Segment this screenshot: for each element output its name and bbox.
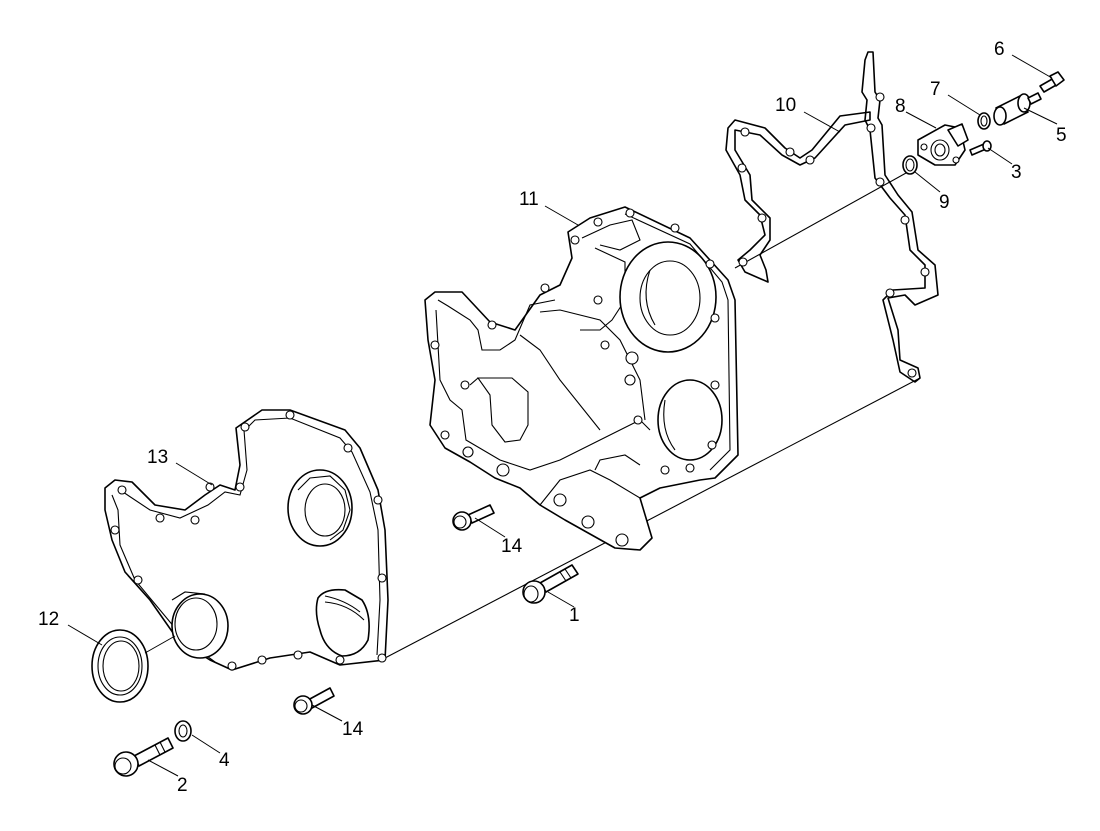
o-ring-part-7 <box>977 112 991 130</box>
gasket-hole <box>907 368 917 378</box>
housing-bore-lower <box>657 379 723 461</box>
gasket-hole <box>885 288 895 298</box>
housing-bore-upper <box>619 241 717 353</box>
callout-14-upper: 14 <box>501 536 523 557</box>
fitting-part-6 <box>1039 71 1065 93</box>
gasket-hole <box>740 127 750 137</box>
washer-part-4 <box>174 720 192 742</box>
bolt-part-14-upper <box>452 504 495 531</box>
assembly-axis-upper <box>734 167 916 269</box>
cover-oil-seal-housing <box>171 593 229 659</box>
o-ring-part-9 <box>902 155 918 175</box>
callout-2: 2 <box>177 775 188 796</box>
callout-11: 11 <box>519 189 539 210</box>
callout-13: 13 <box>147 447 168 468</box>
callout-8: 8 <box>895 96 906 117</box>
front-cover <box>104 409 389 671</box>
oil-seal-ring <box>91 629 149 703</box>
callout-labels: 1 2 3 4 5 6 7 8 9 10 11 12 13 14 14 <box>38 39 1067 796</box>
gasket-hole <box>738 257 748 267</box>
gasket-hole <box>920 267 930 277</box>
callout-4: 4 <box>219 750 230 771</box>
sensor-part-5 <box>993 92 1042 126</box>
bolt-part-14-lower <box>293 687 335 715</box>
callout-1: 1 <box>569 605 580 626</box>
gasket-hole <box>757 213 767 223</box>
gasket-hole <box>785 147 795 157</box>
bolt-part-1 <box>522 564 579 604</box>
callout-7: 7 <box>930 79 941 100</box>
flange-part-8 <box>917 123 969 166</box>
screw-part-3 <box>969 140 992 156</box>
gasket-hole <box>737 163 747 173</box>
gear-housing-gasket <box>725 51 939 383</box>
gear-housing <box>424 206 739 551</box>
callout-10: 10 <box>775 95 796 116</box>
gasket-hole <box>866 123 876 133</box>
gasket-hole <box>875 177 885 187</box>
gasket-hole <box>900 215 910 225</box>
callout-14-lower: 14 <box>342 719 364 740</box>
callout-5: 5 <box>1056 125 1067 146</box>
leader-lines <box>67 54 1058 777</box>
callout-12: 12 <box>38 609 59 630</box>
callout-9: 9 <box>939 192 950 213</box>
gasket-hole <box>875 92 885 102</box>
assembly-axis-lower <box>384 377 921 659</box>
gasket-hole <box>805 155 815 165</box>
callout-6: 6 <box>994 39 1005 60</box>
callout-3: 3 <box>1011 162 1022 183</box>
cover-seal-bore <box>287 469 353 547</box>
bolt-part-2 <box>113 737 174 777</box>
